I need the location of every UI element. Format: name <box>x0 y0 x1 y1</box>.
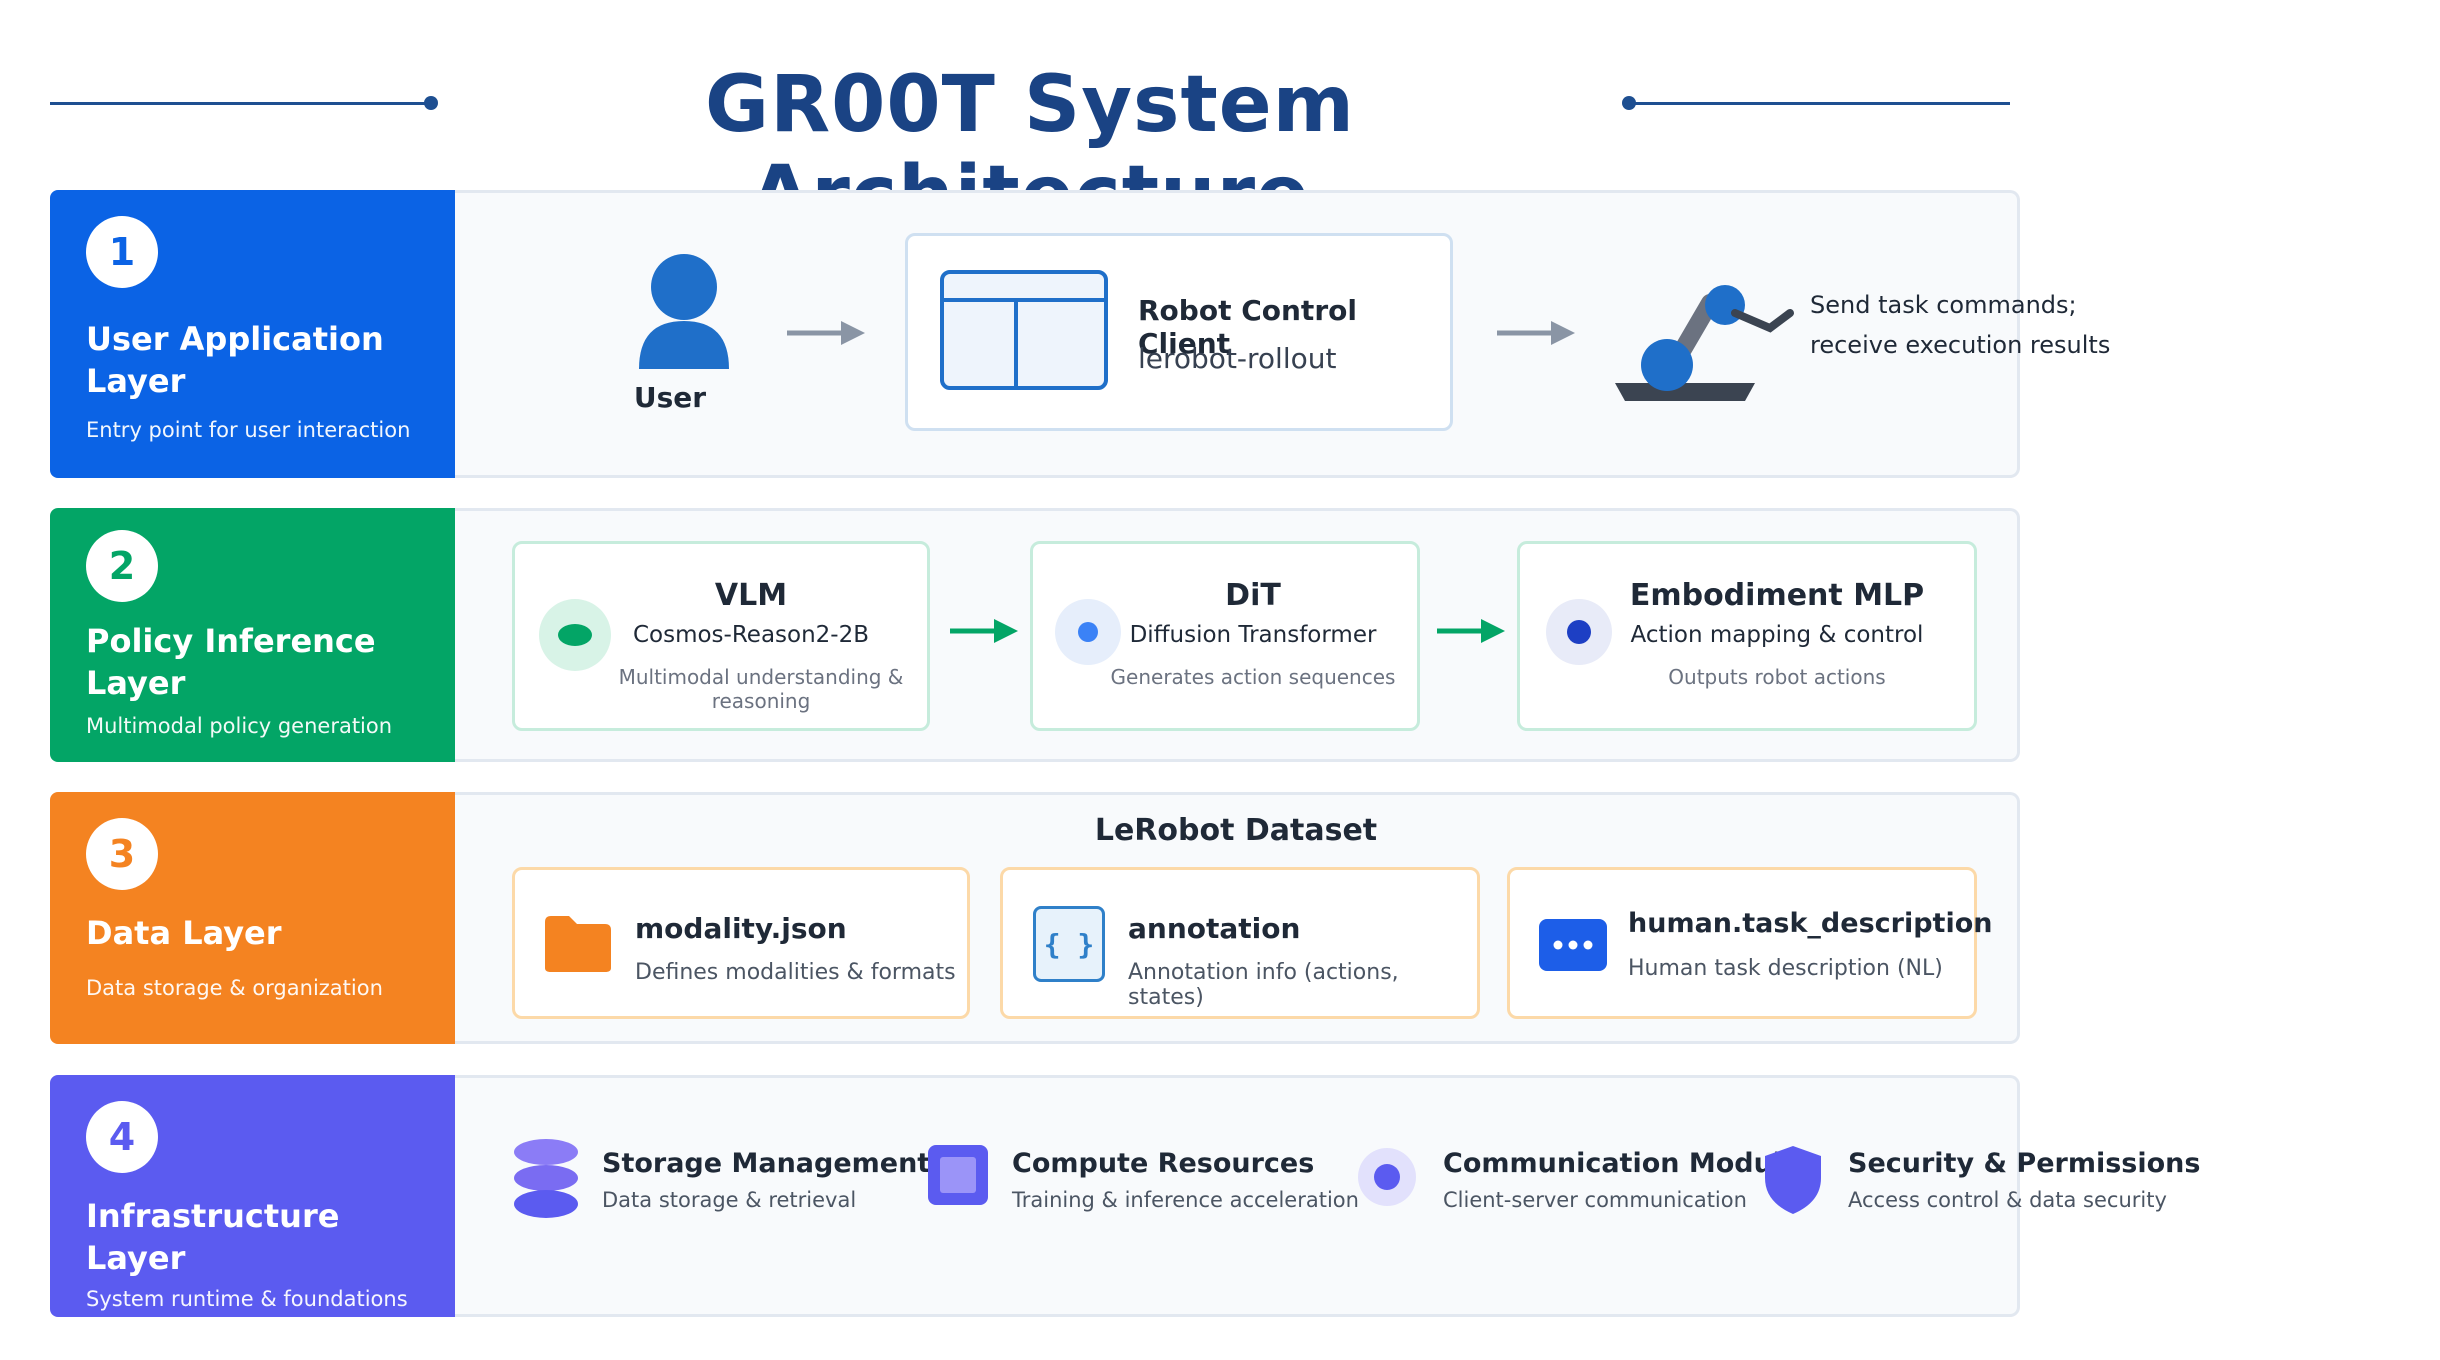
model-description: Outputs robot actions <box>1668 665 1886 689</box>
robot-control-client-card: Robot Control Client lerobot-rollout <box>905 233 1453 431</box>
client-subtitle: lerobot-rollout <box>1138 342 1337 375</box>
user-icon <box>638 254 729 369</box>
robot-note: Send task commands; receive execution re… <box>1810 285 2140 365</box>
file-title: annotation <box>1128 912 1301 945</box>
model-title: Embodiment MLP <box>1629 578 1925 613</box>
infra-item-compute: Compute Resources Training & inference a… <box>927 1144 1359 1212</box>
layer-description: Multimodal policy generation <box>86 714 393 738</box>
infra-title: Security & Permissions <box>1848 1148 2201 1179</box>
layer-user-application: 1 User Application Layer Entry point for… <box>50 190 2110 478</box>
layer-number-badge: 3 <box>86 818 158 890</box>
folder-icon <box>545 916 611 972</box>
layer-number-badge: 1 <box>86 216 158 288</box>
layer-name: Data Layer <box>86 914 282 952</box>
title-divider-right <box>1630 102 2010 105</box>
user-node: User <box>595 253 745 414</box>
layer-data: 3 Data Layer Data storage & organization… <box>50 792 2020 1044</box>
layer-content: VLM Cosmos-Reason2-2B Multimodal underst… <box>455 508 2020 762</box>
user-label: User <box>633 381 707 414</box>
title-divider-dot-right <box>1622 96 1636 110</box>
file-description: Human task description (NL) <box>1628 956 1943 981</box>
layer-description: Entry point for user interaction <box>86 418 411 442</box>
file-title: modality.json <box>635 912 847 945</box>
model-subtitle: Action mapping & control <box>1630 622 1924 648</box>
window-icon <box>940 270 1108 390</box>
eye-icon <box>539 599 611 671</box>
file-card-modality: modality.json Defines modalities & forma… <box>512 867 970 1019</box>
layer-number-badge: 2 <box>86 530 158 602</box>
infra-description: Training & inference acceleration <box>1012 1188 1359 1212</box>
braces-icon: { } <box>1033 906 1105 982</box>
file-card-task-description: human.task_description Human task descri… <box>1507 867 1992 1019</box>
layer-label: 1 User Application Layer Entry point for… <box>50 190 455 478</box>
infra-item-storage: Storage Management Data storage & retrie… <box>512 1138 930 1224</box>
model-card-vlm: VLM Cosmos-Reason2-2B Multimodal underst… <box>512 541 930 731</box>
model-subtitle: Cosmos-Reason2-2B <box>632 622 870 648</box>
layer-name: Policy Inference Layer <box>86 622 376 702</box>
layer-content: User Robot Control Client lerobot-rollou… <box>455 190 2110 478</box>
layer-content: Storage Management Data storage & retrie… <box>455 1075 2200 1317</box>
client-title: Robot Control Client <box>1138 294 1357 360</box>
chip-icon <box>928 1145 988 1205</box>
infra-description: Client-server communication <box>1443 1188 1747 1212</box>
title-bar: GR00T System Architecture <box>0 40 2020 240</box>
node-icon <box>1546 599 1612 665</box>
model-title: DiT <box>1225 578 1281 613</box>
model-subtitle: Diffusion Transformer <box>1129 622 1377 648</box>
layer-policy-inference: 2 Policy Inference Layer Multimodal poli… <box>50 508 2020 762</box>
infra-item-communication: Communication Module Client-server commu… <box>1358 1148 1800 1212</box>
file-card-annotation: { } annotation Annotation info (actions,… <box>1000 867 1480 1019</box>
layer-label: 2 Policy Inference Layer Multimodal poli… <box>50 508 455 762</box>
model-description: Multimodal understanding & reasoning <box>618 665 904 713</box>
arrow-right-icon <box>787 321 865 345</box>
infra-description: Access control & data security <box>1848 1188 2167 1212</box>
model-description: Generates action sequences <box>1110 665 1396 689</box>
file-title: human.task_description <box>1628 908 1993 939</box>
title-divider-dot-left <box>424 96 438 110</box>
dataset-title: LeRobot Dataset <box>1094 813 1378 848</box>
layer-number-badge: 4 <box>86 1101 158 1173</box>
infra-item-security: Security & Permissions Access control & … <box>1763 1144 2200 1220</box>
database-icon <box>514 1139 578 1218</box>
layer-content: LeRobot Dataset modality.json Defines mo… <box>455 792 2020 1044</box>
layer-label: 3 Data Layer Data storage & organization <box>50 792 455 1044</box>
layer-description: Data storage & organization <box>86 976 383 1000</box>
chat-icon <box>1539 919 1607 971</box>
signal-icon <box>1358 1148 1416 1206</box>
arrow-right-icon <box>1437 619 1505 643</box>
file-description: Annotation info (actions, states) <box>1128 960 1399 1010</box>
robot-note-line: receive execution results <box>1810 331 2111 359</box>
shield-icon <box>1765 1146 1821 1214</box>
model-card-dit: DiT Diffusion Transformer Generates acti… <box>1030 541 1420 731</box>
infra-description: Data storage & retrieval <box>602 1188 857 1212</box>
arrow-right-icon <box>1497 321 1575 345</box>
title-divider-left <box>50 102 430 105</box>
robot-note-line: Send task commands; <box>1810 291 2077 319</box>
layer-infrastructure: 4 Infrastructure Layer System runtime & … <box>50 1075 2200 1317</box>
layer-name: Infrastructure Layer <box>86 1197 340 1277</box>
layer-description: System runtime & foundations <box>86 1287 408 1311</box>
infra-title: Compute Resources <box>1012 1148 1315 1179</box>
robot-arm-icon <box>1615 285 1794 401</box>
file-description: Defines modalities & formats <box>635 960 956 985</box>
model-card-embodiment-mlp: Embodiment MLP Action mapping & control … <box>1517 541 1977 731</box>
arrow-right-icon <box>950 619 1018 643</box>
infra-title: Storage Management <box>602 1148 931 1179</box>
infra-title: Communication Module <box>1443 1148 1801 1179</box>
node-icon <box>1055 599 1121 665</box>
model-title: VLM <box>714 578 788 613</box>
layer-label: 4 Infrastructure Layer System runtime & … <box>50 1075 455 1317</box>
layer-name: User Application Layer <box>86 320 384 400</box>
